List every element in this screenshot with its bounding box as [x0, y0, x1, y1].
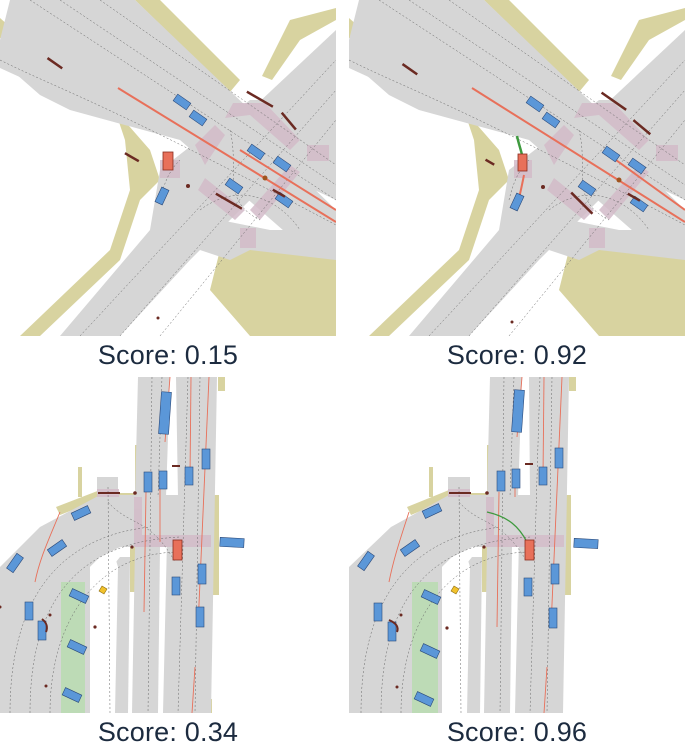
- lane-centerlines: [360, 377, 553, 713]
- median-gap: [442, 557, 470, 713]
- agent-trajectories: [117, 87, 336, 223]
- score-label-bottom-left: Score: 0.34: [97, 717, 239, 747]
- pedestrians: [0, 465, 180, 688]
- vehicles: [6, 391, 245, 703]
- ego-vehicle: [172, 539, 183, 561]
- scene-panel-bottom-left: [0, 377, 336, 713]
- vehicles: [154, 93, 294, 209]
- map-canvas: [0, 377, 245, 713]
- ego-vehicle: [517, 153, 528, 172]
- lane-centerlines: [9, 377, 201, 713]
- map-canvas: [0, 0, 336, 336]
- score-label-top-right: Score: 0.92: [446, 340, 588, 370]
- scene-panel-top-left: [0, 0, 336, 336]
- vehicles: [357, 389, 599, 707]
- median-gap: [90, 557, 118, 713]
- ego-vehicle: [162, 151, 174, 171]
- traffic-sign-icon: [98, 585, 108, 595]
- traffic-sign-icon: [450, 585, 460, 595]
- scene-panel-top-right: [349, 0, 685, 336]
- pedestrians: [46, 57, 297, 320]
- score-label-top-left: Score: 0.15: [97, 340, 239, 370]
- pedestrians: [388, 463, 533, 689]
- scene-panel-bottom-right: [349, 377, 685, 713]
- score-label-bottom-right: Score: 0.96: [446, 717, 588, 747]
- ego-planned-path: [486, 511, 528, 543]
- ego-vehicle: [524, 539, 535, 561]
- crosswalks: [514, 103, 678, 248]
- map-canvas: [349, 0, 685, 336]
- map-canvas: [349, 377, 599, 713]
- ego-planned-path: [515, 135, 524, 156]
- vehicles: [509, 95, 649, 213]
- pedestrians: [401, 63, 652, 324]
